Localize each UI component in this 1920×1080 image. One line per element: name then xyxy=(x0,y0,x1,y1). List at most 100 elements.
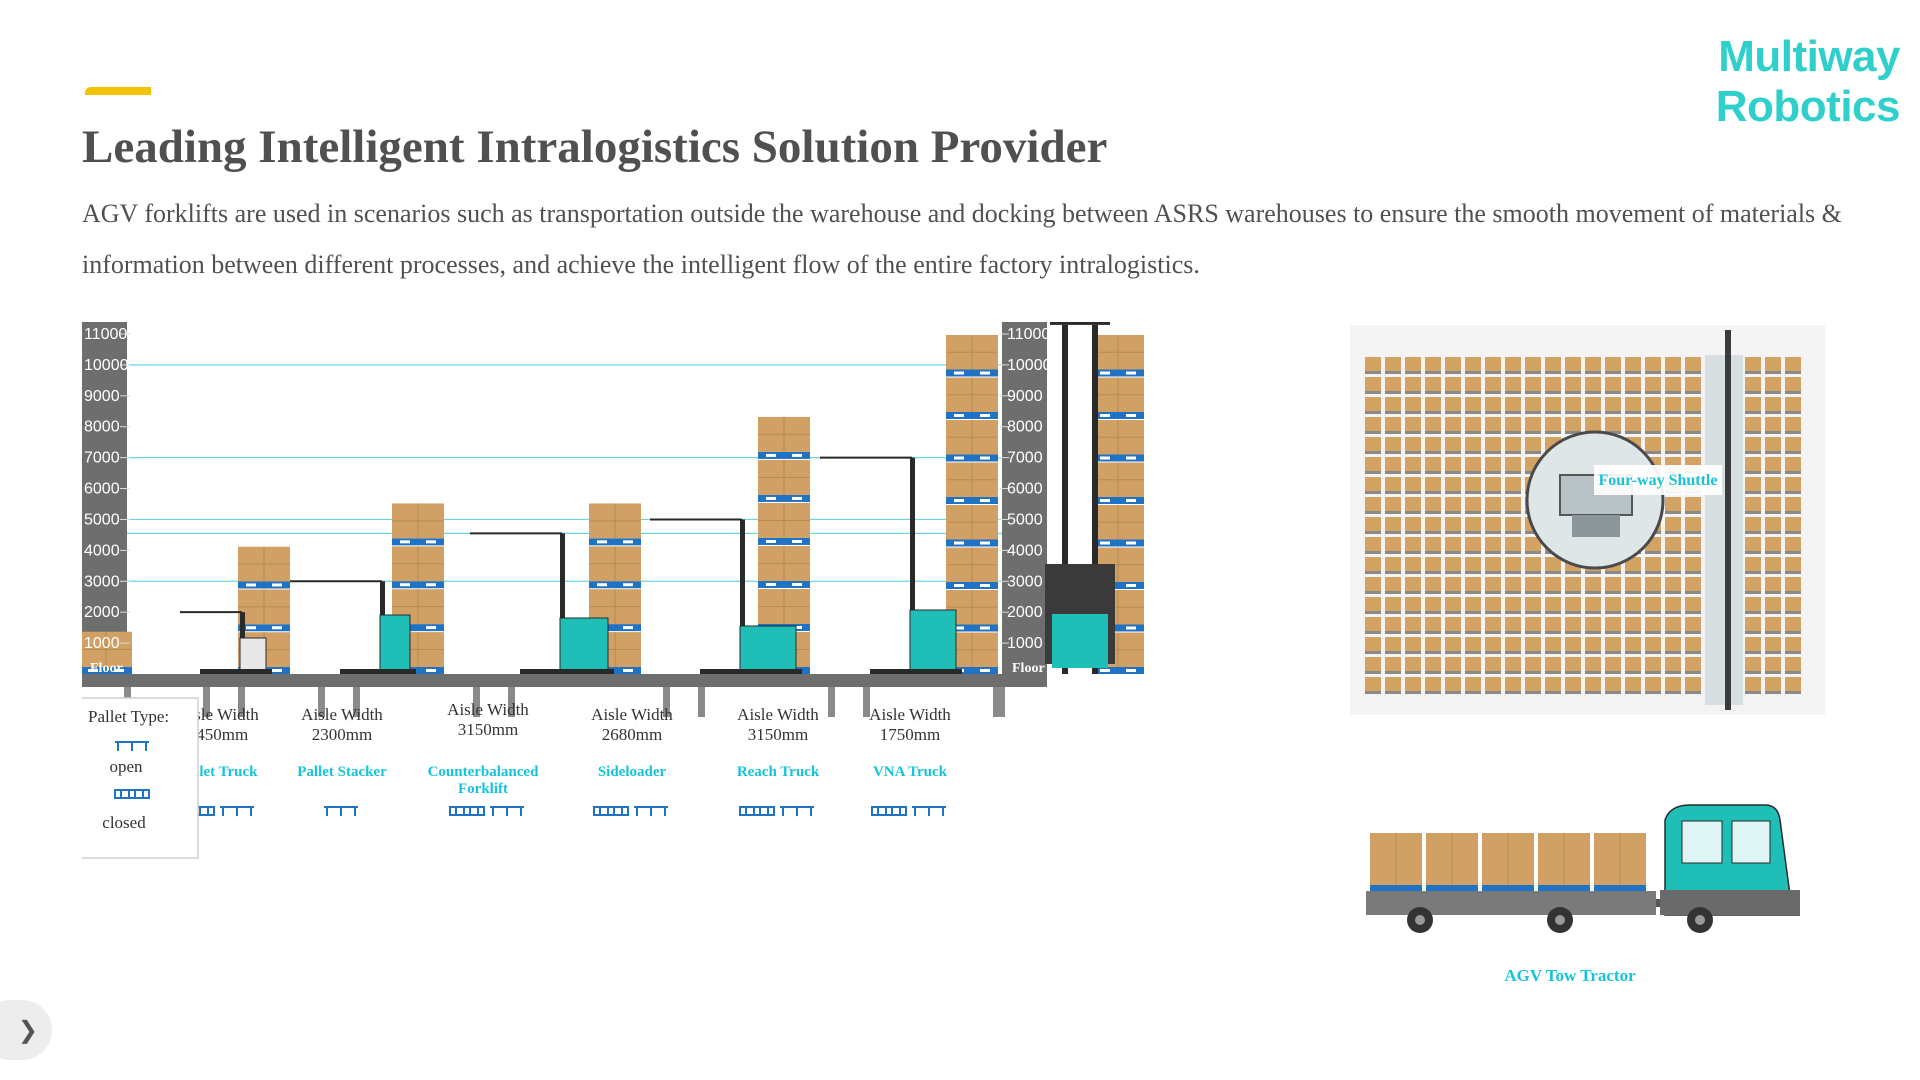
asrs-shelf xyxy=(1745,591,1761,594)
asrs-shelf xyxy=(1745,571,1761,574)
tractor-window xyxy=(1731,820,1771,864)
asrs-shelf xyxy=(1545,411,1561,414)
asrs-bin xyxy=(1605,677,1621,691)
tow-pallet xyxy=(1426,885,1478,891)
left-tick-label: 6000 xyxy=(84,481,120,498)
asrs-bin xyxy=(1485,377,1501,391)
vehicle-base xyxy=(200,669,272,674)
asrs-shelf xyxy=(1785,511,1801,514)
asrs-bin xyxy=(1645,357,1661,371)
pallet-slot xyxy=(792,539,802,543)
asrs-shelf xyxy=(1785,471,1801,474)
asrs-shelf xyxy=(1525,411,1541,414)
asrs-shelf xyxy=(1685,391,1701,394)
asrs-bin xyxy=(1785,537,1801,551)
asrs-bin xyxy=(1665,497,1681,511)
asrs-shelf xyxy=(1605,691,1621,694)
pallet xyxy=(946,497,998,504)
asrs-bin xyxy=(1425,497,1441,511)
asrs-bin xyxy=(1505,377,1521,391)
asrs-shelf xyxy=(1745,511,1761,514)
asrs-shelf xyxy=(1385,451,1401,454)
asrs-bin xyxy=(1745,417,1761,431)
asrs-shelf xyxy=(1565,391,1581,394)
asrs-shelf xyxy=(1565,691,1581,694)
asrs-bin xyxy=(1625,417,1641,431)
asrs-bin xyxy=(1785,617,1801,631)
asrs-bin xyxy=(1465,477,1481,491)
asrs-shelf xyxy=(1765,411,1781,414)
next-slide-button[interactable]: ❯ xyxy=(0,1000,52,1060)
asrs-bin xyxy=(1485,457,1501,471)
asrs-bin xyxy=(1585,397,1601,411)
asrs-bin xyxy=(1405,377,1421,391)
asrs-shelf xyxy=(1525,431,1541,434)
pallet xyxy=(758,451,810,459)
asrs-bin xyxy=(1405,397,1421,411)
left-tick-label: 1000 xyxy=(84,635,120,652)
pallet-slot xyxy=(954,371,964,375)
asrs-bin xyxy=(1505,457,1521,471)
aisle-width-label: Aisle Width xyxy=(737,705,819,724)
asrs-bin xyxy=(1765,457,1781,471)
asrs-bin xyxy=(1685,577,1701,591)
asrs-bin xyxy=(1745,397,1761,411)
asrs-shelf xyxy=(1745,631,1761,634)
asrs-bin xyxy=(1765,437,1781,451)
pallet xyxy=(589,624,641,632)
asrs-bin xyxy=(1385,617,1401,631)
asrs-bin xyxy=(1425,377,1441,391)
pallet xyxy=(238,581,290,589)
asrs-shelf xyxy=(1465,531,1481,534)
asrs-shelf xyxy=(1525,651,1541,654)
asrs-shelf xyxy=(1485,431,1501,434)
asrs-shelf xyxy=(1405,451,1421,454)
vna-body xyxy=(1052,614,1108,668)
asrs-shelf xyxy=(1485,511,1501,514)
asrs-bin xyxy=(1365,357,1381,371)
right-tick-label: 1000 xyxy=(1007,635,1043,652)
pallet xyxy=(1092,369,1144,377)
asrs-shelf xyxy=(1765,611,1781,614)
asrs-shelf xyxy=(1405,691,1421,694)
asrs-bin xyxy=(1485,637,1501,651)
left-tick-label: 5000 xyxy=(84,511,120,528)
asrs-bin xyxy=(1385,377,1401,391)
asrs-bin xyxy=(1365,637,1381,651)
pallet-slot xyxy=(623,626,633,630)
asrs-shelf xyxy=(1685,571,1701,574)
pallet-slot xyxy=(400,540,410,544)
asrs-bin xyxy=(1385,357,1401,371)
asrs-shelf xyxy=(1465,691,1481,694)
asrs-shelf xyxy=(1785,651,1801,654)
asrs-shelf xyxy=(1665,671,1681,674)
asrs-bin xyxy=(1405,537,1421,551)
vehicles xyxy=(180,322,1115,674)
pallet xyxy=(392,538,444,546)
pallet-block xyxy=(767,806,775,816)
asrs-bin xyxy=(1585,677,1601,691)
asrs-bin xyxy=(1485,657,1501,671)
asrs-bin xyxy=(1485,597,1501,611)
asrs-shelf xyxy=(1485,591,1501,594)
pallet-block xyxy=(899,806,907,816)
asrs-bin xyxy=(1785,577,1801,591)
asrs-bin xyxy=(1565,417,1581,431)
pallet-slot xyxy=(426,540,436,544)
aisle-marker xyxy=(508,687,515,717)
pallet-slot xyxy=(766,453,776,457)
asrs-bin xyxy=(1405,617,1421,631)
trailer-deck xyxy=(1366,891,1656,915)
open-pallet-icon xyxy=(220,806,254,816)
asrs-shelf xyxy=(1625,611,1641,614)
page-subtitle: AGV forklifts are used in scenarios such… xyxy=(82,199,1842,279)
asrs-shelf xyxy=(1665,651,1681,654)
asrs-bin xyxy=(1445,377,1461,391)
asrs-shelf xyxy=(1485,411,1501,414)
asrs-shelf xyxy=(1385,531,1401,534)
pallet xyxy=(82,667,132,674)
pallet-block xyxy=(885,806,893,816)
pallet-slot xyxy=(1100,669,1110,672)
asrs-shelf xyxy=(1665,551,1681,554)
asrs-bin xyxy=(1525,417,1541,431)
